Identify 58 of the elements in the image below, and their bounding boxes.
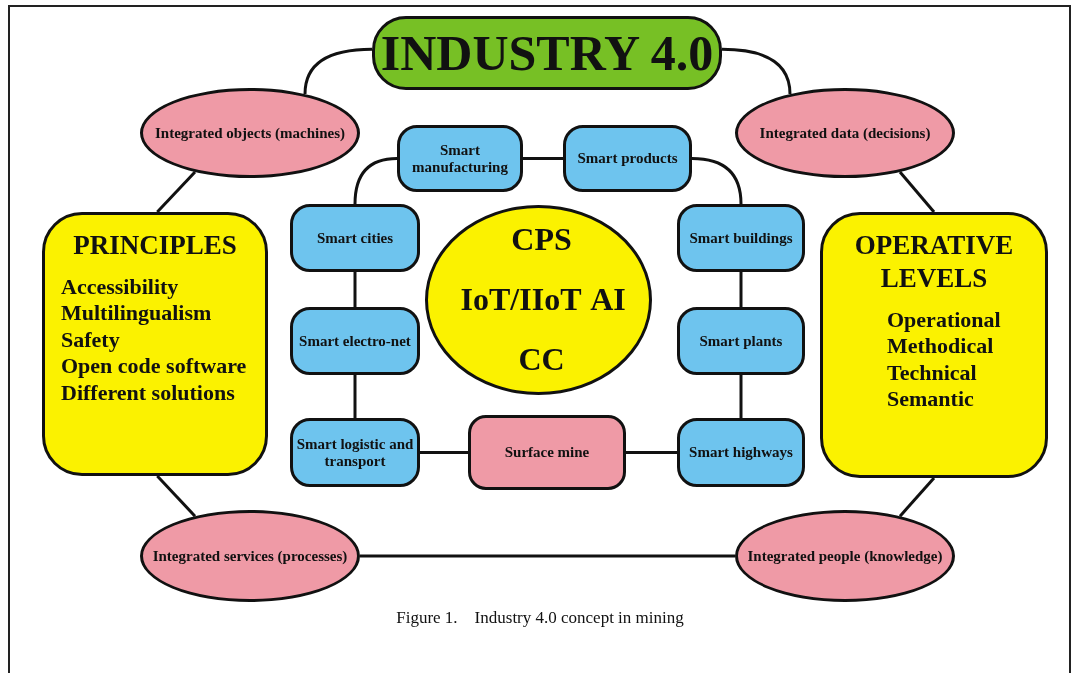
rounded-box [397,125,523,192]
node-label: Multilingualism [60,300,212,327]
node-label: Semantic [886,386,974,413]
node-label: Smart cities [316,229,394,247]
connector-line [691,157,743,205]
node-label: Different solutions [60,379,235,406]
rounded-box [290,418,420,487]
panel-heading: PRINCIPLES [72,229,238,262]
figure-caption: Figure 1. Industry 4.0 concept in mining [395,608,685,628]
rounded-box [563,125,692,192]
node-label: Smart manufacturing [411,141,509,176]
node-label: IoT/IIoT [459,282,583,318]
node-label: Integrated services (processes) [152,547,348,565]
node-label: CC [517,342,566,378]
title-box [372,16,722,90]
node-label: Surface mine [504,444,590,461]
node-label: Smart highways [689,444,793,461]
node-label: Smart plants [699,332,783,350]
connector-line [353,272,357,307]
node-label: Open code software [60,353,247,380]
panel-box [820,212,1048,478]
rounded-box [677,418,805,487]
connector-line [360,554,735,558]
node-label: Methodical [886,333,994,360]
connector-line [523,157,563,160]
node-label: Safety [60,326,120,354]
node-label: AI [589,282,627,318]
connector-line [303,47,373,95]
connector-line [739,375,743,418]
connector-line [626,451,677,454]
node-label: Operational [886,306,1001,334]
connector-line [739,272,743,307]
connector-line [353,157,398,205]
panel-box [42,212,268,476]
node-label: Smart buildings [689,229,793,247]
node-label: Smart electro-net [299,332,411,350]
node-label: Smart logistic and transport [295,435,415,470]
node-label: INDUSTRY 4.0 [380,25,714,81]
panel-heading: OPERATIVE LEVELS [853,229,1015,295]
connector-line [898,477,936,518]
rounded-box [468,415,626,490]
connector-line [353,375,357,418]
rounded-box [677,307,805,375]
rounded-box [290,307,420,375]
connector-line [898,171,936,213]
node-label: Smart products [577,150,678,167]
node-label: Accessibility [60,273,179,301]
connector-line [420,451,468,454]
connector-line [721,47,792,95]
connector-line [156,170,197,214]
rounded-box [290,204,420,272]
node-label: Technical [886,359,977,387]
node-label: Integrated data (decisions) [759,124,931,142]
node-label: Integrated objects (machines) [155,124,345,142]
node-label: Integrated people (knowledge) [747,547,943,565]
rounded-box [677,204,805,272]
connector-line [156,474,197,518]
node-label: CPS [510,222,573,258]
